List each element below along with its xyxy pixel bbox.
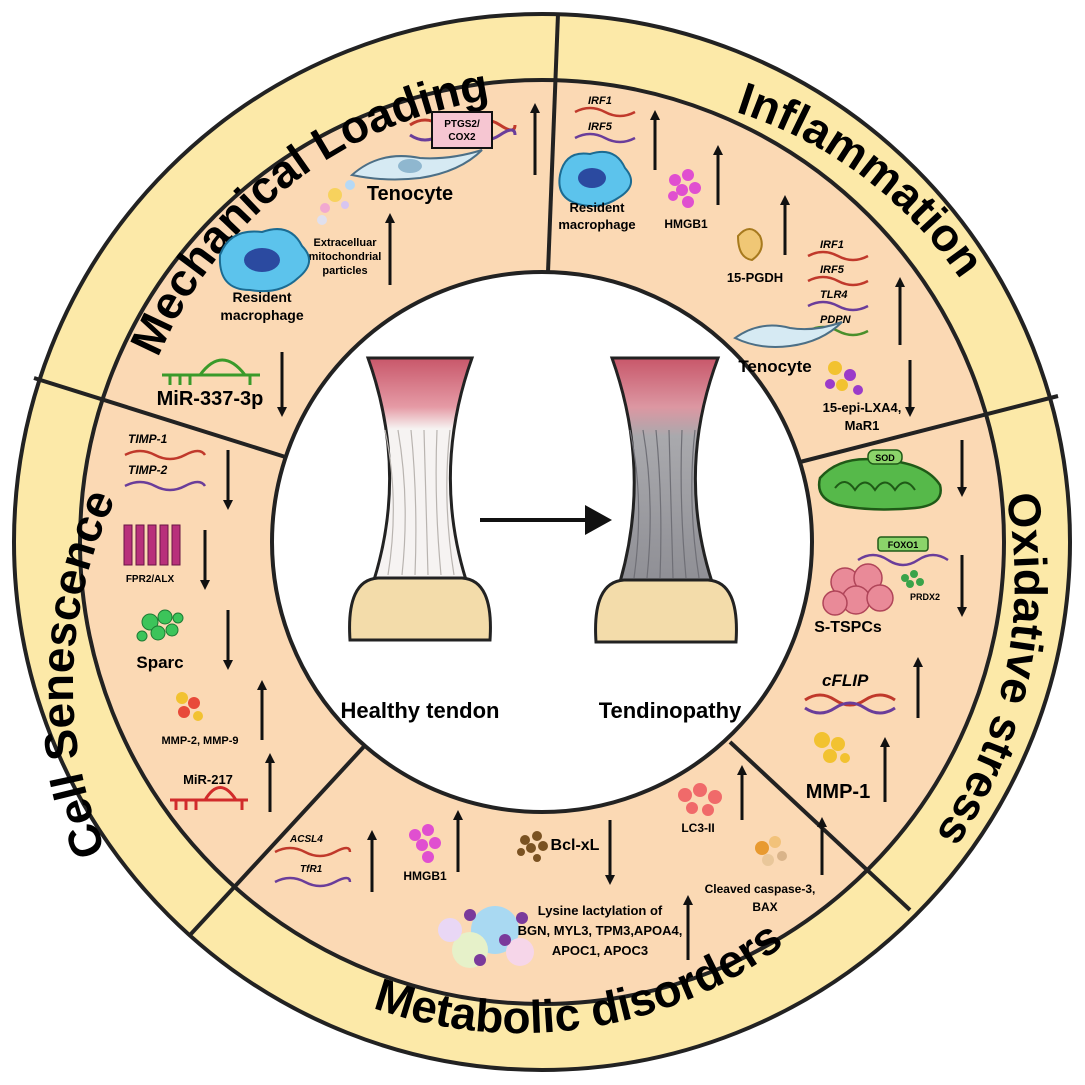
sod-box [867, 449, 903, 465]
sector-metabolic-disorders: ACSL4 TfR1 HMGB1 Bcl-xL Lysine lactylati… [274, 765, 827, 968]
label-mmp-2-mmp-9: MMP-2, MMP-9 [162, 735, 239, 747]
label-irf1-tenocyte: IRF1 [820, 239, 844, 251]
label-irf1: IRF1 [588, 95, 612, 107]
label-fpr2-alx: FPR2/ALX [126, 574, 175, 585]
label-emp-line3: particles [322, 265, 367, 277]
tenocyte-cell-icon-inflammation [733, 321, 843, 348]
label-tenocyte-mechanical: Tenocyte [367, 183, 453, 205]
label-emp-line1: Extracelluar [314, 237, 378, 249]
label-s-tspcs: S-TSPCs [814, 619, 882, 636]
dna-timp2-icon [124, 480, 207, 492]
mmp-particles-icon [176, 692, 203, 721]
center-circle [270, 270, 814, 814]
label-emp-line2: mitochondrial [309, 251, 382, 263]
label-mar1: MaR1 [845, 418, 880, 433]
label-caspase-3: Cleaved caspase-3, [705, 882, 816, 896]
dna-cflip-strand-b [804, 701, 896, 715]
label-mir-217: MiR-217 [183, 772, 233, 787]
dna-tfr1-icon [274, 876, 352, 888]
sector-inflammation: IRF1 IRF5 Resident macrophage HMGB1 15-P… [558, 95, 915, 433]
label-tendinopathy: Tendinopathy [599, 698, 742, 723]
mmp1-particles-icon [814, 732, 850, 763]
label-acsl4: ACSL4 [289, 834, 323, 845]
tenocyte-nucleus-icon [398, 159, 422, 173]
label-foxo1: FOXO1 [888, 540, 919, 550]
tendinopathy-illustration [594, 356, 738, 644]
caspase-particles-icon [755, 836, 787, 866]
s-tspcs-cells-icon [822, 563, 894, 616]
mirna-hairpin-icon [162, 358, 260, 385]
label-hmgb1-metabolic: HMGB1 [403, 869, 447, 883]
label-sod: SOD [875, 453, 895, 463]
dna-timp1-icon [124, 449, 207, 461]
mitochondrial-particles-icon [317, 180, 355, 225]
label-tlr4: TLR4 [820, 289, 848, 301]
label-macrophage-infl-line1: Resident [570, 200, 626, 215]
label-mmp-1: MMP-1 [806, 781, 870, 803]
dna-cflip-strand-a [804, 693, 896, 707]
label-bcl-xl: Bcl-xL [551, 837, 600, 854]
dna-foxo1-icon [857, 553, 949, 567]
lc3-ii-particles-icon [678, 783, 722, 816]
dna-tlr4-icon [807, 300, 869, 312]
label-irf5: IRF5 [588, 121, 613, 133]
bcl-xl-particles-icon [517, 831, 548, 862]
label-hmgb1-inflammation: HMGB1 [664, 217, 708, 231]
ptgs2-box [431, 111, 493, 149]
label-irf5-tenocyte: IRF5 [820, 264, 845, 276]
label-timp-1: TIMP-1 [128, 432, 168, 446]
sector-cell-senescence: TIMP-1 TIMP-2 FPR2/ALX Sparc MMP-2, MMP-… [123, 432, 275, 812]
sparc-particles-icon [136, 609, 184, 642]
label-lactylation-line2: BGN, MYL3, TPM3,APOA4, [518, 923, 683, 938]
enzyme-15-pgdh-icon [736, 228, 763, 262]
label-lactylation-line1: Lysine lactylation of [538, 903, 663, 918]
label-macrophage-line2: macrophage [220, 307, 303, 323]
dna-irf1-icon [574, 106, 636, 118]
label-healthy-tendon: Healthy tendon [341, 698, 500, 723]
mitochondrion-cristae-icon [834, 481, 916, 492]
label-timp-2: TIMP-2 [128, 463, 168, 477]
lipid-mediator-particles-icon [825, 361, 863, 395]
label-bax: BAX [752, 900, 777, 914]
sector-oxidative-stress: SOD FOXO1 PRDX2 S-TSPCs cFLIP MMP-1 [804, 440, 967, 803]
label-tenocyte-inflammation: Tenocyte [738, 357, 811, 376]
dna-acsl4-icon [274, 846, 352, 858]
label-tfr1: TfR1 [300, 864, 323, 875]
dna-irf1b-icon [807, 250, 869, 262]
label-sparc: Sparc [136, 653, 183, 672]
foxo1-box [877, 536, 929, 552]
healthy-tendon-illustration [348, 356, 492, 642]
label-prdx2: PRDX2 [910, 592, 940, 602]
mirna-217-hairpin-icon [170, 786, 248, 810]
lactylation-cells-icon [438, 906, 534, 968]
label-cox2: COX2 [448, 132, 476, 143]
label-pdpn: PDPN [820, 314, 852, 326]
label-macrophage-line1: Resident [232, 289, 291, 305]
macrophage-nucleus-icon [244, 248, 280, 272]
prdx2-particles-icon [901, 570, 924, 588]
sector-mechanical-loading: PTGS2/ COX2 Tenocyte Extracelluar mitoch… [157, 103, 540, 417]
hmgb1-particles-icon [668, 169, 701, 208]
label-macrophage-infl-line2: macrophage [558, 217, 635, 232]
dna-irf5b-icon [807, 275, 869, 287]
label-mir-337-3p: MiR-337-3p [157, 388, 264, 410]
label-15-pgdh: 15-PGDH [727, 270, 783, 285]
label-lc3-ii: LC3-II [681, 821, 714, 835]
label-lxa4: 15-epi-LXA4, [823, 400, 902, 415]
progression-arrow-head [585, 505, 612, 535]
fpr2-alx-receptor-icon [123, 524, 181, 566]
label-cflip: cFLIP [822, 671, 869, 690]
label-lactylation-line3: APOC1, APOC3 [552, 943, 648, 958]
hmgb1-particles-icon-metabolic [409, 824, 441, 863]
macrophage-nucleus-icon-inflammation [578, 168, 606, 188]
dna-irf5-icon [574, 132, 636, 144]
label-ptgs2: PTGS2/ [444, 119, 480, 130]
